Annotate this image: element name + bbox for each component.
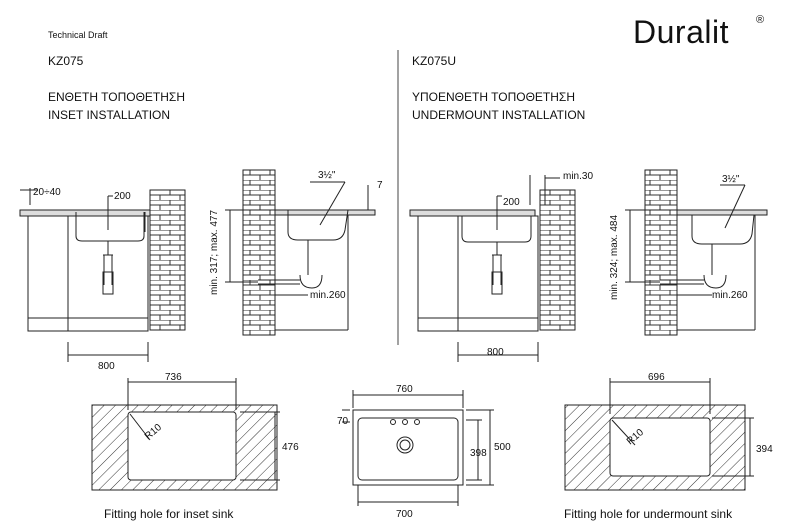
undermount-cutout-height: 394 — [756, 444, 773, 455]
inset-cutout-caption: Fitting hole for inset sink — [104, 507, 234, 521]
left-title-greek: ΕΝΘΕΤΗ ΤΟΠΟΘΕΤΗΣΗ — [48, 90, 185, 104]
right-title-greek: ΥΠΟΕΝΘΕΤΗ ΤΟΠΟΘΕΤΗΣΗ — [412, 90, 575, 104]
inset-dim-height: min. 317; max. 477 — [209, 210, 220, 295]
undermount-cutout-caption: Fitting hole for undermount sink — [564, 507, 733, 521]
undermount-dim-outlet: min.260 — [712, 290, 748, 301]
inset-cutout-height: 476 — [282, 442, 299, 453]
undermount-dim-cabinet: 800 — [487, 347, 504, 358]
sink-width-top: 760 — [396, 384, 413, 395]
left-model-code: KZ075 — [48, 54, 84, 68]
undermount-dim-bowl: 200 — [503, 197, 520, 208]
inset-dim-edge: 20÷40 — [33, 187, 61, 198]
sink-top-view — [342, 390, 494, 506]
inset-profile-view — [225, 169, 376, 336]
undermount-side-view — [409, 175, 576, 362]
inset-dim-pipe: 3½" — [318, 170, 336, 181]
inset-dim-bowl: 200 — [114, 191, 131, 202]
inset-dim-cabinet: 800 — [98, 361, 115, 372]
inset-cutout-width: 736 — [165, 372, 182, 383]
sink-inner-height: 398 — [470, 448, 487, 459]
sink-edge: 70 — [337, 416, 349, 427]
undermount-profile-view — [625, 169, 768, 336]
right-title-english: UNDERMOUNT INSTALLATION — [412, 108, 586, 122]
undermount-cutout — [564, 378, 754, 491]
inset-cutout — [91, 378, 280, 491]
undermount-dim-height: min. 324; max. 484 — [609, 215, 620, 300]
left-title-english: INSET INSTALLATION — [48, 108, 171, 122]
sink-width-bottom: 700 — [396, 509, 413, 520]
undermount-cutout-width: 696 — [648, 372, 665, 383]
registered-mark: ® — [756, 14, 765, 26]
undermount-dim-edge: min.30 — [563, 171, 593, 182]
right-model-code: KZ075U — [412, 54, 457, 68]
undermount-dim-pipe: 3½" — [722, 174, 740, 185]
sink-height: 500 — [494, 442, 511, 453]
brand-logo: Duralit — [633, 14, 729, 50]
inset-dim-outlet: min.260 — [310, 290, 346, 301]
inset-side-view — [19, 188, 186, 362]
doc-type-label: Technical Draft — [48, 30, 108, 40]
inset-dim-top: 7 — [377, 180, 383, 191]
